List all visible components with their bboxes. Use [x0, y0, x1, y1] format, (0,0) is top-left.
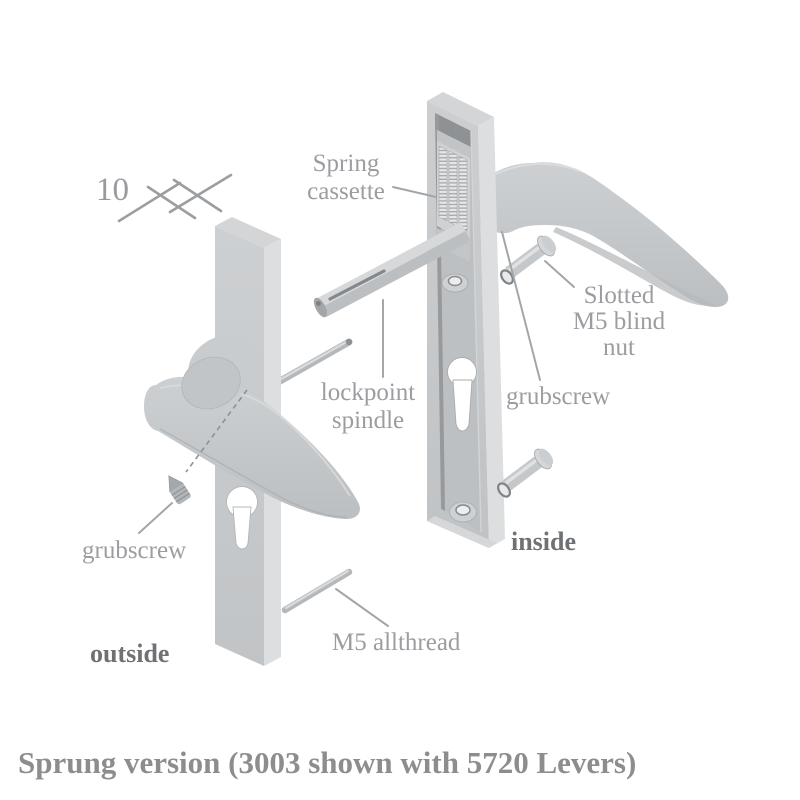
blind-nut-bottom: [497, 448, 554, 498]
blind-nut-top: [500, 235, 557, 285]
label-m5-allthread: M5 allthread: [332, 629, 461, 656]
leader-grubscrew-left: [138, 502, 173, 534]
leader-slotted-nut: [544, 260, 575, 288]
dimension-break-marker: [117, 173, 233, 223]
label-grubscrew-right: grubscrew: [506, 383, 611, 410]
label-grubscrew-left: grubscrew: [82, 537, 187, 564]
inside-backplate: [427, 92, 505, 548]
m5-allthread-bottom-rod: [281, 568, 353, 614]
caption: Sprung version (3003 shown with 5720 Lev…: [18, 745, 637, 780]
dimension-value: 10: [96, 172, 129, 208]
leader-lines: [138, 186, 575, 627]
grubscrew-dashed-line: [185, 389, 248, 473]
lockpoint-spindle: [313, 222, 471, 318]
inside-euro-keyhole: [447, 357, 477, 432]
label-line: lockpoint: [320, 379, 416, 406]
bottom-fixing-lug: [449, 501, 477, 523]
label-slotted-blind-nut: Slotted M5 blind nut: [559, 283, 679, 361]
label-outside: outside: [90, 639, 170, 668]
label-line: cassette: [307, 178, 385, 205]
grubscrew-outside: [168, 475, 191, 505]
label-inside: inside: [511, 527, 577, 556]
label-line: spindle: [331, 407, 405, 434]
label-line: M5 blind: [572, 308, 666, 335]
label-line: Slotted: [583, 282, 655, 309]
label-spring-cassette: Spring cassette: [286, 150, 406, 206]
inside-lever: [489, 162, 729, 308]
top-fixing-lug: [441, 273, 469, 293]
label-lockpoint-spindle: lockpoint spindle: [308, 379, 428, 435]
outside-lever-boss: [181, 334, 262, 410]
cassette-springs: [438, 145, 468, 232]
label-line: nut: [603, 334, 635, 361]
leader-spring-cassette: [392, 186, 437, 198]
outside-euro-keyhole: [226, 486, 258, 550]
label-line: Spring: [312, 150, 380, 177]
leader-m5-allthread: [335, 588, 389, 627]
leader-grubscrew-right: [501, 231, 541, 381]
